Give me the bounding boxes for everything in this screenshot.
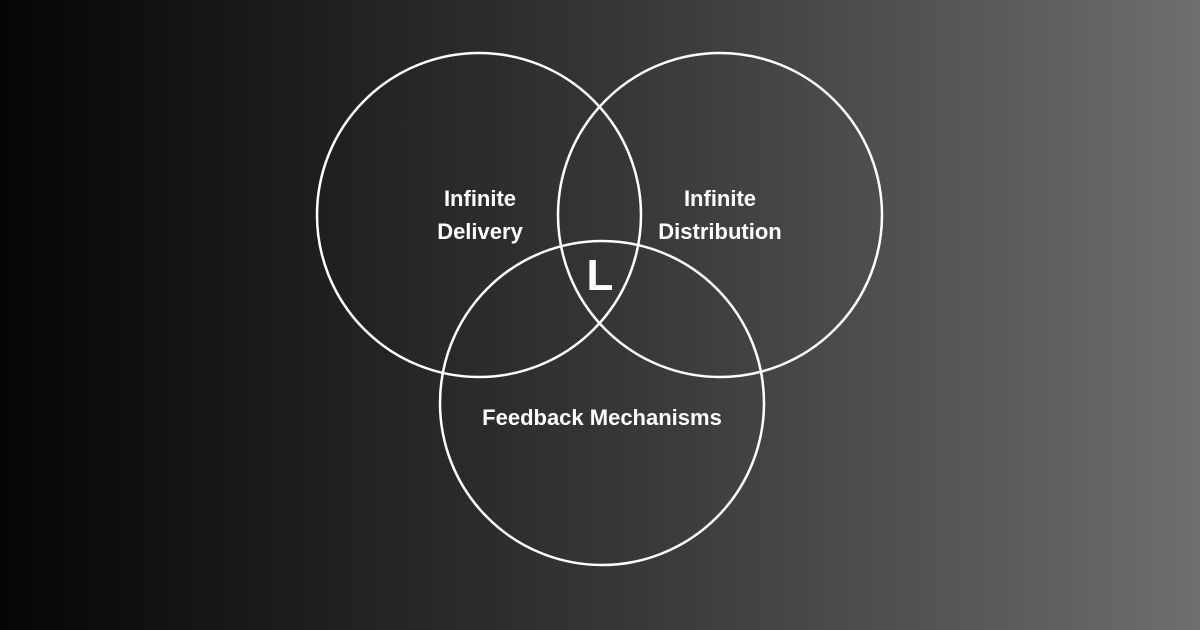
circle-infinite-delivery	[315, 51, 643, 379]
label-infinite-delivery-line-1: Infinite	[443, 186, 517, 211]
label-infinite-distribution: Infinite Distribution	[640, 182, 800, 248]
circle-feedback-mechanisms	[438, 239, 766, 567]
label-infinite-distribution-line-1: Infinite	[683, 186, 757, 211]
center-intersection-label: L	[586, 251, 614, 300]
label-infinite-delivery-line-2: Delivery	[437, 219, 523, 244]
circle-infinite-distribution	[556, 51, 884, 379]
label-feedback-mechanisms: Feedback Mechanisms	[452, 401, 752, 434]
label-infinite-distribution-line-2: Distribution	[658, 219, 782, 244]
label-feedback-mechanisms-line-1: Feedback Mechanisms	[482, 405, 722, 430]
label-infinite-delivery: Infinite Delivery	[400, 182, 560, 248]
